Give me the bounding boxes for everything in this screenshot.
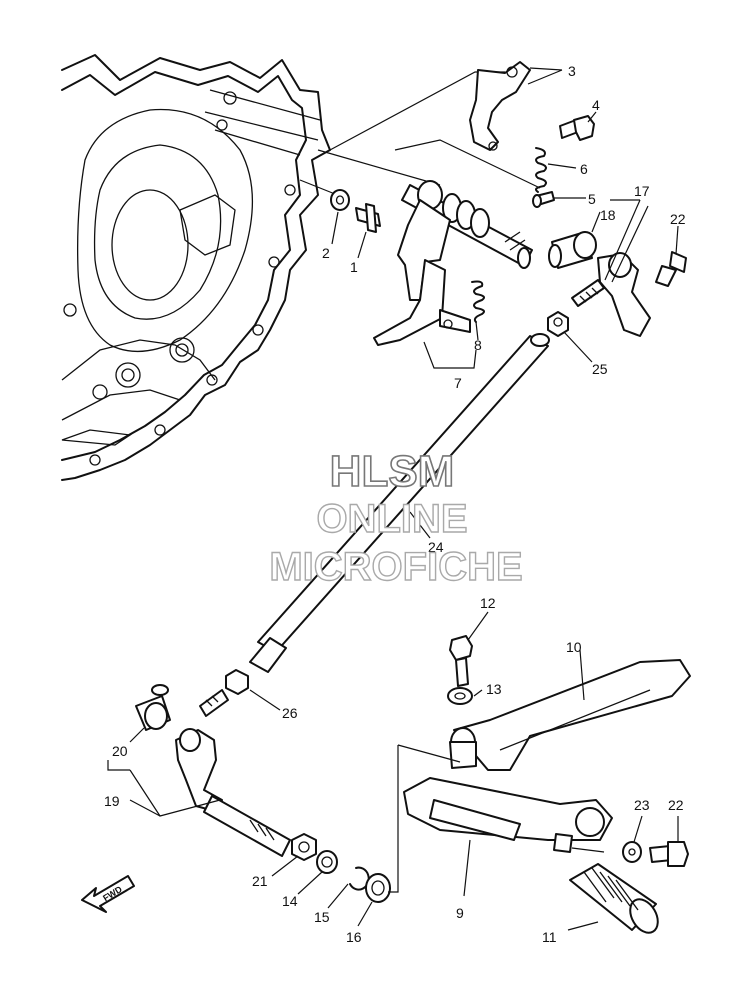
part-25-nut: [547, 311, 569, 337]
part-24-shift-rod: [249, 333, 550, 673]
callout-24: 24: [428, 539, 444, 555]
callout-8: 8: [474, 337, 482, 353]
fwd-arrow-icon: FWD: [81, 875, 135, 913]
watermark: HLSM ONLINE MICROFICHE: [269, 446, 524, 590]
part-21-washer: [291, 833, 317, 861]
callout-leaders: [107, 67, 679, 931]
callout-18: 18: [600, 207, 616, 223]
callout-1: 1: [350, 259, 358, 275]
callout-19: 19: [104, 793, 120, 809]
part-16-collar: [365, 873, 391, 903]
callout-22-lower: 22: [668, 797, 684, 813]
callout-numbers: 1 2 3 4 5 6 7 8 9 10 11 12 13 14 15 16 1…: [104, 63, 686, 945]
part-20-bushing: [135, 684, 171, 731]
callout-10: 10: [566, 639, 582, 655]
watermark-line-2: ONLINE: [316, 497, 467, 541]
callout-6: 6: [580, 161, 588, 177]
callout-11: 11: [542, 929, 557, 945]
callout-22-upper: 22: [670, 211, 686, 227]
callout-23: 23: [634, 797, 650, 813]
part-4-bolt: [559, 115, 595, 141]
part-22-bolt-upper: [655, 251, 687, 287]
crankcase-housing: [61, 54, 331, 481]
part-5-pin: [532, 191, 555, 208]
callout-7: 7: [454, 375, 462, 391]
callout-20: 20: [112, 743, 128, 759]
part-22-bolt-lower: [649, 841, 689, 867]
callout-26: 26: [282, 705, 298, 721]
part-7-shift-lever: [373, 199, 471, 346]
part-18-bushing: [548, 231, 597, 269]
callout-21: 21: [252, 873, 268, 889]
part-9-pedal-lever: [388, 744, 613, 893]
callout-9: 9: [456, 905, 464, 921]
part-14-washer: [316, 850, 338, 874]
callout-3: 3: [568, 63, 576, 79]
watermark-line-1: HLSM: [330, 447, 455, 496]
callout-15: 15: [314, 909, 330, 925]
part-23-washer: [622, 841, 642, 863]
callout-16: 16: [346, 929, 362, 945]
callout-14: 14: [282, 893, 298, 909]
callout-25: 25: [592, 361, 608, 377]
part-26-nut: [225, 669, 249, 695]
callout-4: 4: [592, 97, 600, 113]
part-19-shift-arm: [175, 689, 291, 857]
part-13-washer: [447, 687, 473, 705]
part-2-washer: [330, 189, 350, 211]
part-3-guide: [469, 61, 531, 151]
callout-12: 12: [480, 595, 496, 611]
part-8-spring: [471, 280, 485, 323]
part-1-stud: [355, 203, 381, 233]
watermark-line-3: MICROFICHE: [269, 545, 522, 589]
part-11-pedal-rubber: [569, 863, 659, 934]
part-10-shift-pedal: [449, 659, 691, 771]
callout-13: 13: [486, 681, 502, 697]
part-12-bolt: [449, 635, 473, 687]
callout-5: 5: [588, 191, 596, 207]
callout-17: 17: [634, 183, 650, 199]
part-6-spring: [535, 147, 547, 193]
callout-2: 2: [322, 245, 330, 261]
